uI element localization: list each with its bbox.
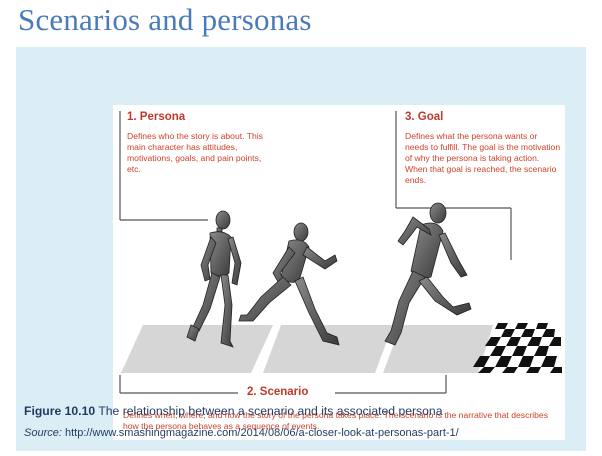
persona-label: 1. Persona bbox=[127, 111, 186, 123]
persona-description: Defines who the story is about. This mai… bbox=[127, 131, 263, 174]
goal-bracket bbox=[395, 111, 512, 260]
figure-panel: 1. Persona Defines who the story is abou… bbox=[16, 47, 586, 451]
scenario-description: Defines when, where, and how the story o… bbox=[123, 410, 548, 431]
persona-figure-walking bbox=[186, 210, 242, 348]
slide-title: Scenarios and personas bbox=[18, 2, 312, 37]
running-figures-drawing bbox=[119, 111, 562, 394]
floor-tiles bbox=[121, 325, 493, 373]
persona-figure-sprinting bbox=[384, 202, 472, 346]
goal-description: Defines what the persona wants or needs … bbox=[405, 131, 561, 185]
figure-caption-text: The relationship between a scenario and … bbox=[98, 404, 443, 418]
scenario-bracket bbox=[119, 375, 447, 394]
persona-bracket bbox=[119, 111, 208, 221]
finish-line bbox=[473, 323, 562, 373]
source-label: Source: bbox=[24, 427, 62, 439]
persona-scenario-illustration: 1. Persona Defines who the story is abou… bbox=[113, 105, 565, 440]
persona-figure-running bbox=[238, 222, 340, 346]
source-url[interactable]: http://www.smashingmagazine.com/2014/08/… bbox=[64, 427, 459, 439]
scenario-label: 2. Scenario bbox=[247, 386, 309, 398]
figure-caption: Figure 10.10 The relationship between a … bbox=[24, 404, 580, 418]
figure-number: Figure 10.10 bbox=[24, 404, 96, 418]
figure-source: Source: http://www.smashingmagazine.com/… bbox=[24, 427, 580, 439]
goal-label: 3. Goal bbox=[405, 111, 444, 123]
